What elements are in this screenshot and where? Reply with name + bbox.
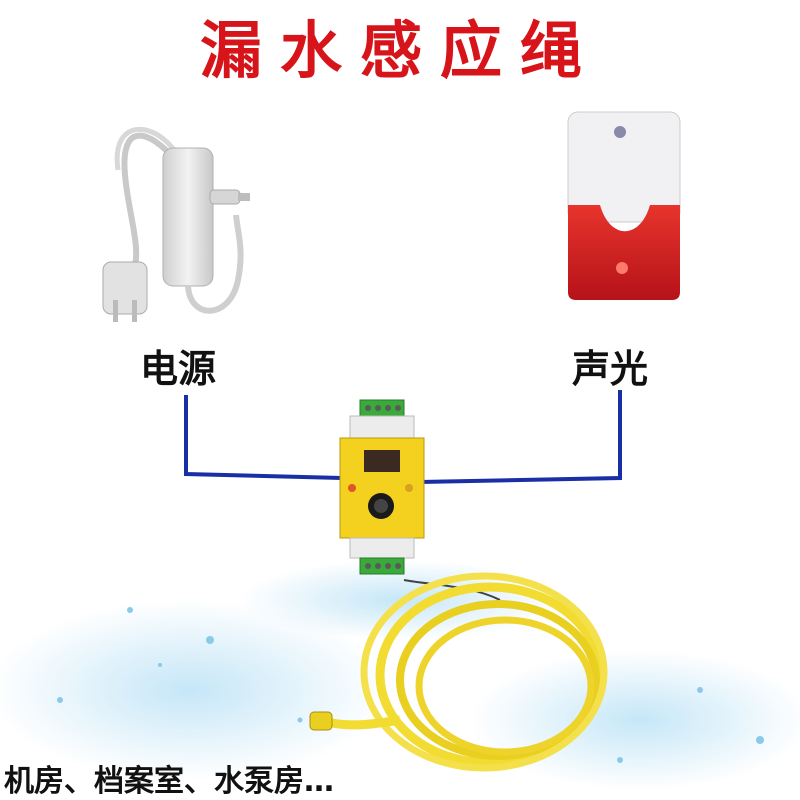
sensing-rope-image bbox=[309, 572, 608, 772]
siren-alarm-image bbox=[567, 111, 681, 300]
connection-wires bbox=[184, 390, 622, 484]
power-adapter-image bbox=[102, 126, 250, 322]
alarm-label: 声光 bbox=[572, 347, 649, 391]
page-title: 漏水感应绳 bbox=[199, 14, 600, 87]
controller-module-image bbox=[339, 399, 425, 575]
application-caption: 机房、档案室、水泵房… bbox=[4, 764, 334, 799]
power-label: 电源 bbox=[140, 347, 217, 391]
water-splash-graphic bbox=[0, 560, 800, 790]
